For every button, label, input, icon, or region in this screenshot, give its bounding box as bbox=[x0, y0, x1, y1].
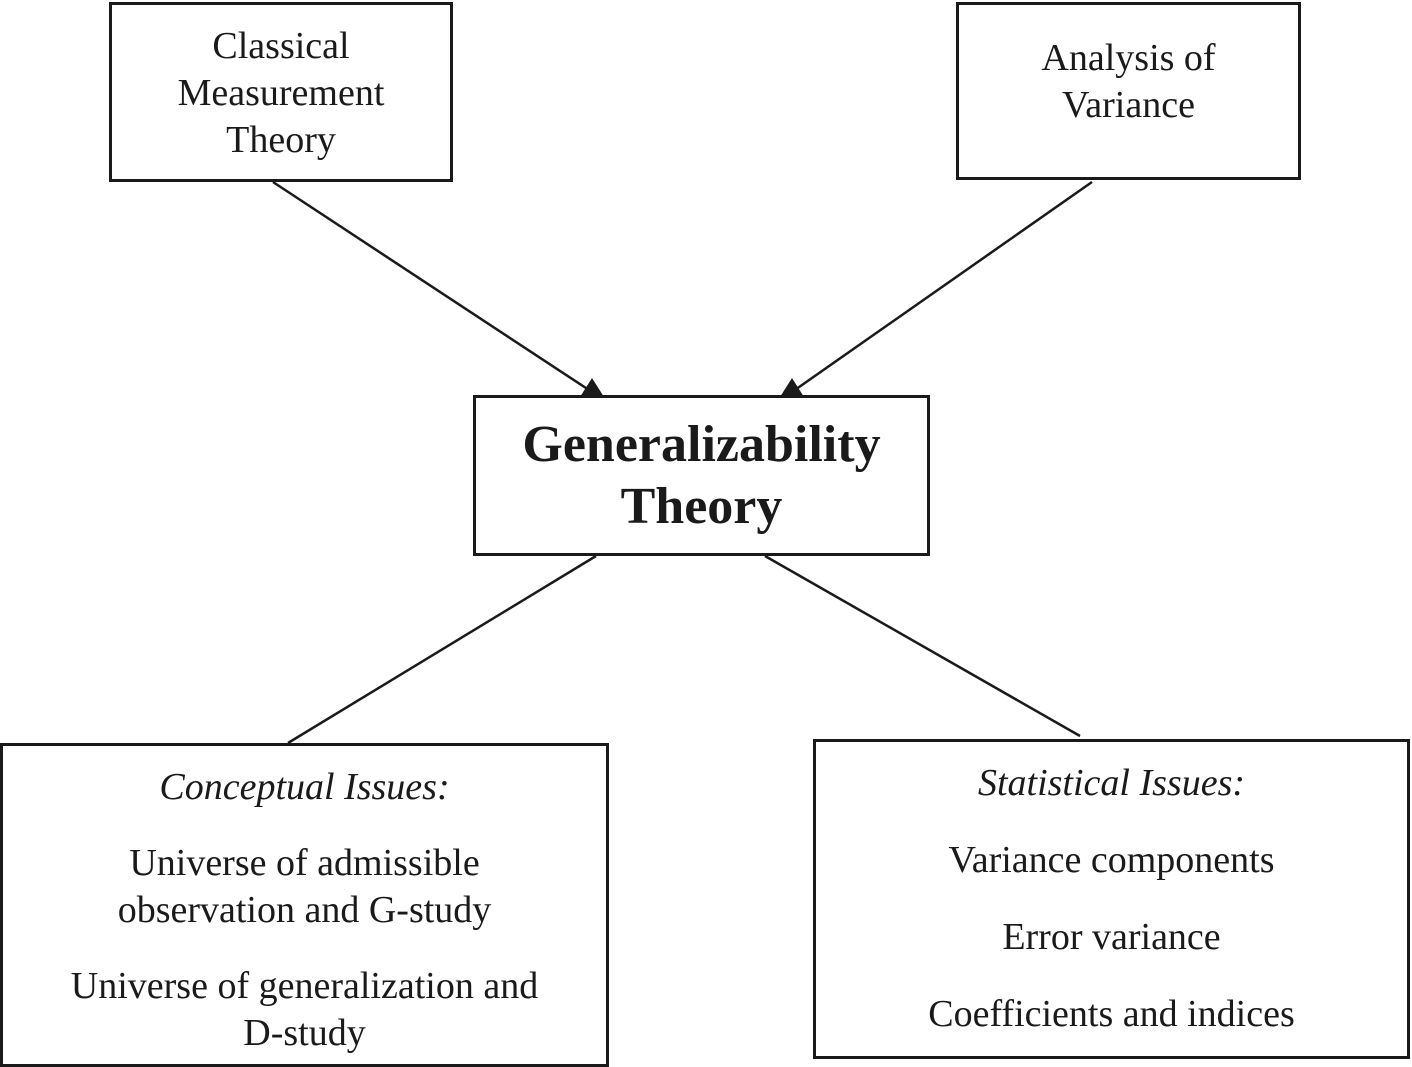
line-gtheory-to-conceptual bbox=[287, 554, 597, 745]
conceptual-heading: Conceptual Issues: bbox=[159, 766, 450, 808]
node-conceptual-issues: Conceptual Issues: Universe of admissibl… bbox=[0, 743, 609, 1067]
line-gtheory-to-statistical bbox=[764, 554, 1081, 738]
arrowhead-anova bbox=[780, 378, 804, 397]
conceptual-item2-line-1: Universe of generalization and bbox=[70, 965, 539, 1007]
node-generalizability-theory: Generalizability Theory bbox=[473, 395, 930, 556]
conceptual-item-universe-generalization: Universe of generalization and D-study bbox=[3, 963, 606, 1057]
classical-line-3: Theory bbox=[226, 119, 336, 161]
statistical-item-variance-components: Variance components bbox=[948, 839, 1275, 881]
classical-line-2: Measurement bbox=[177, 72, 385, 114]
anova-line-1: Analysis of bbox=[1041, 37, 1216, 79]
gtheory-line-2: Theory bbox=[620, 478, 783, 535]
node-analysis-of-variance: Analysis of Variance bbox=[956, 2, 1301, 180]
conceptual-item2-line-2: D-study bbox=[243, 1012, 366, 1054]
statistical-item-coefficients-indices: Coefficients and indices bbox=[928, 993, 1295, 1035]
node-classical-measurement-theory: Classical Measurement Theory bbox=[109, 2, 453, 182]
arrowhead-classical bbox=[580, 378, 604, 397]
conceptual-item1-line-2: observation and G-study bbox=[117, 889, 492, 931]
anova-line-2: Variance bbox=[1062, 84, 1195, 126]
classical-line-1: Classical bbox=[212, 25, 350, 67]
gtheory-line-1: Generalizability bbox=[522, 416, 881, 473]
conceptual-item1-line-1: Universe of admissible bbox=[129, 842, 480, 884]
arrow-classical-to-gtheory bbox=[272, 180, 593, 394]
statistical-heading: Statistical Issues: bbox=[977, 762, 1246, 804]
statistical-item-error-variance: Error variance bbox=[1002, 916, 1221, 958]
node-statistical-issues: Statistical Issues: Variance components … bbox=[813, 739, 1410, 1059]
conceptual-item-universe-admissible: Universe of admissible observation and G… bbox=[3, 840, 606, 934]
arrow-anova-to-gtheory bbox=[791, 180, 1093, 394]
